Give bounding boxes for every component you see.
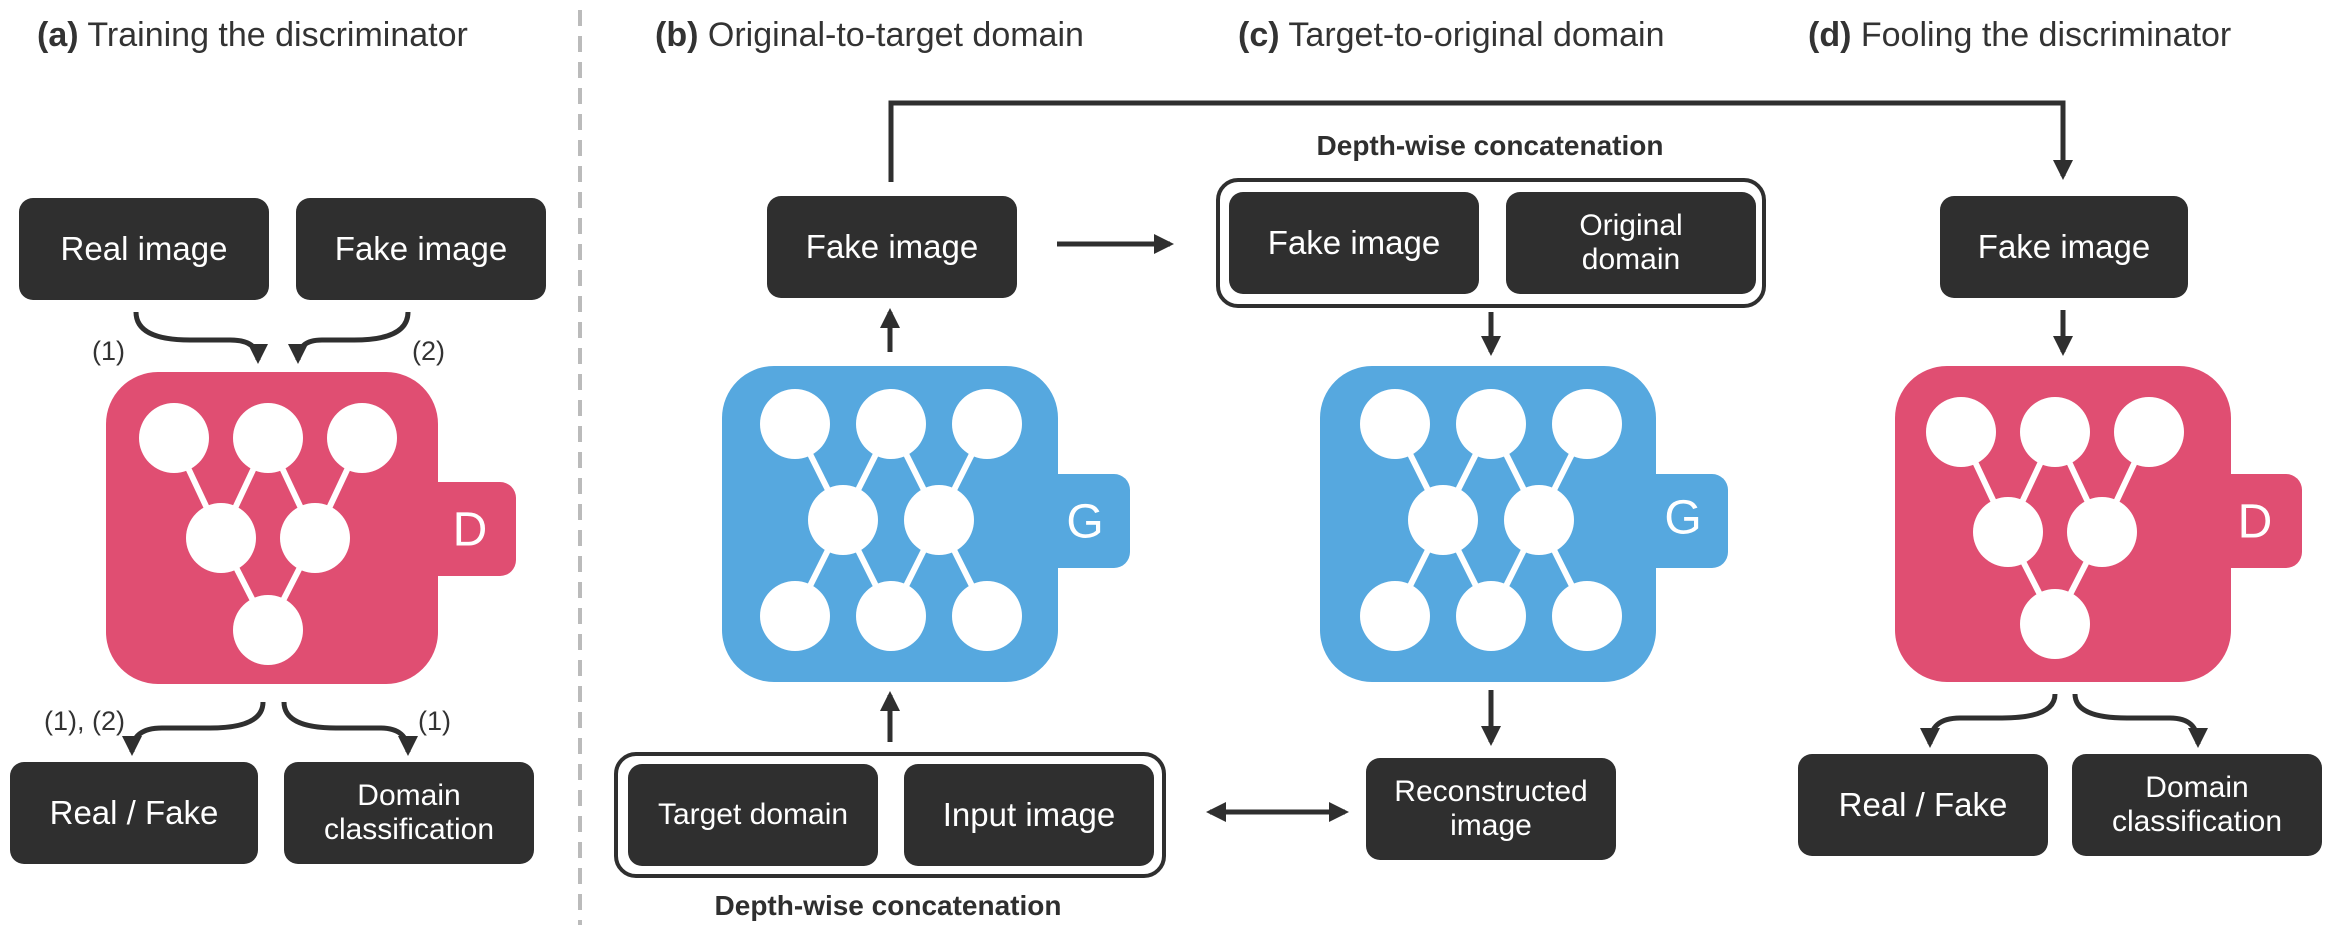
real-image-box: Real image (19, 198, 269, 300)
concat-frame-top (1216, 178, 1766, 308)
network-node (233, 403, 303, 473)
arrow-fake-to-discriminator (888, 100, 2073, 182)
panel-letter-d: (d) (1808, 16, 1852, 54)
network-node (1552, 581, 1622, 651)
fake-image-box-b: Fake image (767, 196, 1017, 298)
network-node (760, 581, 830, 651)
step-label-a-in-right: (2) (412, 336, 445, 366)
fake-image-box-a: Fake image (296, 198, 546, 300)
network-node (952, 389, 1022, 459)
original-domain-box: Original domain (1506, 192, 1756, 294)
network-node (808, 485, 878, 555)
fake-image-box-d: Fake image (1940, 196, 2188, 298)
network-node (952, 581, 1022, 651)
network-node (1552, 389, 1622, 459)
network-node (2020, 589, 2090, 659)
target-domain-box: Target domain (628, 764, 878, 866)
network-node (1360, 389, 1430, 459)
panel-text-a: Training the discriminator (87, 16, 468, 54)
step-label-a-out-left: (1), (2) (44, 706, 125, 736)
panel-text-d: Fooling the discriminator (1860, 16, 2232, 54)
network-node (1973, 497, 2043, 567)
network-d-left (106, 372, 516, 684)
panel-letter-a: (a) (37, 16, 79, 54)
step-label-a-in-left: (1) (92, 336, 125, 366)
network-g-b (722, 366, 1130, 682)
reconstructed-image-box: Reconstructed image (1366, 758, 1616, 860)
arrow-real-to-d (133, 311, 268, 364)
panel-title-c: (c) Target-to-original domain (1238, 16, 1664, 55)
panel-title-a: (a) Training the discriminator (37, 16, 468, 55)
network-node (280, 503, 350, 573)
arrow-dright-to-realfake (1920, 693, 2058, 748)
panel-title-b: (b) Original-to-target domain (655, 16, 1084, 55)
network-node (1504, 485, 1574, 555)
arrow-d-to-domain (281, 701, 418, 756)
arrow-dright-to-domain (2072, 693, 2208, 748)
network-d-right (1895, 366, 2302, 682)
network-node (233, 595, 303, 665)
network-node (1456, 389, 1526, 459)
arrow-d-to-realfake (122, 701, 266, 756)
input-image-box: Input image (904, 764, 1154, 866)
real-fake-box-a: Real / Fake (10, 762, 258, 864)
discriminator-label-a: D (452, 503, 488, 557)
panel-text-b: Original-to-target domain (707, 16, 1084, 54)
network-node (904, 485, 974, 555)
network-node (1408, 485, 1478, 555)
caption-depthwise-bottom: Depth-wise concatenation (714, 890, 1062, 921)
network-node (1926, 397, 1996, 467)
panel-letter-b: (b) (655, 16, 699, 54)
network-node (327, 403, 397, 473)
fake-image-box-c: Fake image (1229, 192, 1479, 294)
panel-letter-c: (c) (1238, 16, 1280, 54)
panel-text-c: Target-to-original domain (1288, 16, 1665, 54)
domain-classification-box-d: Domain classification (2072, 754, 2322, 856)
network-node (1360, 581, 1430, 651)
network-node (1456, 581, 1526, 651)
step-label-a-out-right: (1) (418, 706, 451, 736)
network-node (2114, 397, 2184, 467)
discriminator-label-d: D (2237, 495, 2273, 549)
network-node (2067, 497, 2137, 567)
network-node (856, 581, 926, 651)
generator-label-b: G (1066, 495, 1104, 549)
real-fake-box-d: Real / Fake (1798, 754, 2048, 856)
generator-label-c: G (1664, 491, 1702, 545)
network-node (186, 503, 256, 573)
arrow-fake-to-d (288, 311, 411, 364)
network-node (139, 403, 209, 473)
network-node (760, 389, 830, 459)
domain-classification-box-a: Domain classification (284, 762, 534, 864)
network-node (2020, 397, 2090, 467)
network-g-c (1320, 366, 1728, 682)
panel-title-d: (d) Fooling the discriminator (1808, 16, 2231, 55)
caption-depthwise-top: Depth-wise concatenation (1316, 130, 1664, 161)
concat-frame-bottom (614, 752, 1166, 878)
network-node (856, 389, 926, 459)
